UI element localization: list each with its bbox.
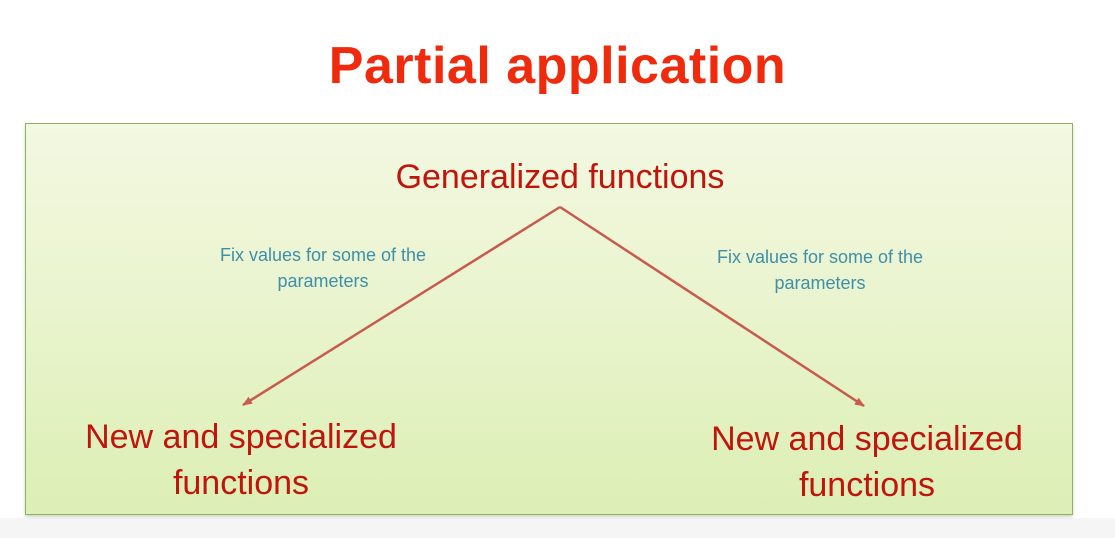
edge-label-left: Fix values for some of the parameters [219, 245, 427, 291]
node-specialized-functions-left: New and specialized functions [85, 418, 397, 502]
diagram-panel [25, 123, 1073, 515]
edge-label-right: Fix values for some of the parameters [716, 247, 924, 293]
edge-arrow-right [559, 205, 865, 408]
node-specialized-functions-right: New and specialized functions [711, 420, 1023, 504]
edge-arrow-left [242, 205, 561, 407]
slide-title: Partial application [328, 37, 787, 95]
node-generalized-functions: Generalized functions [395, 158, 725, 196]
bottom-strip [0, 518, 1115, 538]
